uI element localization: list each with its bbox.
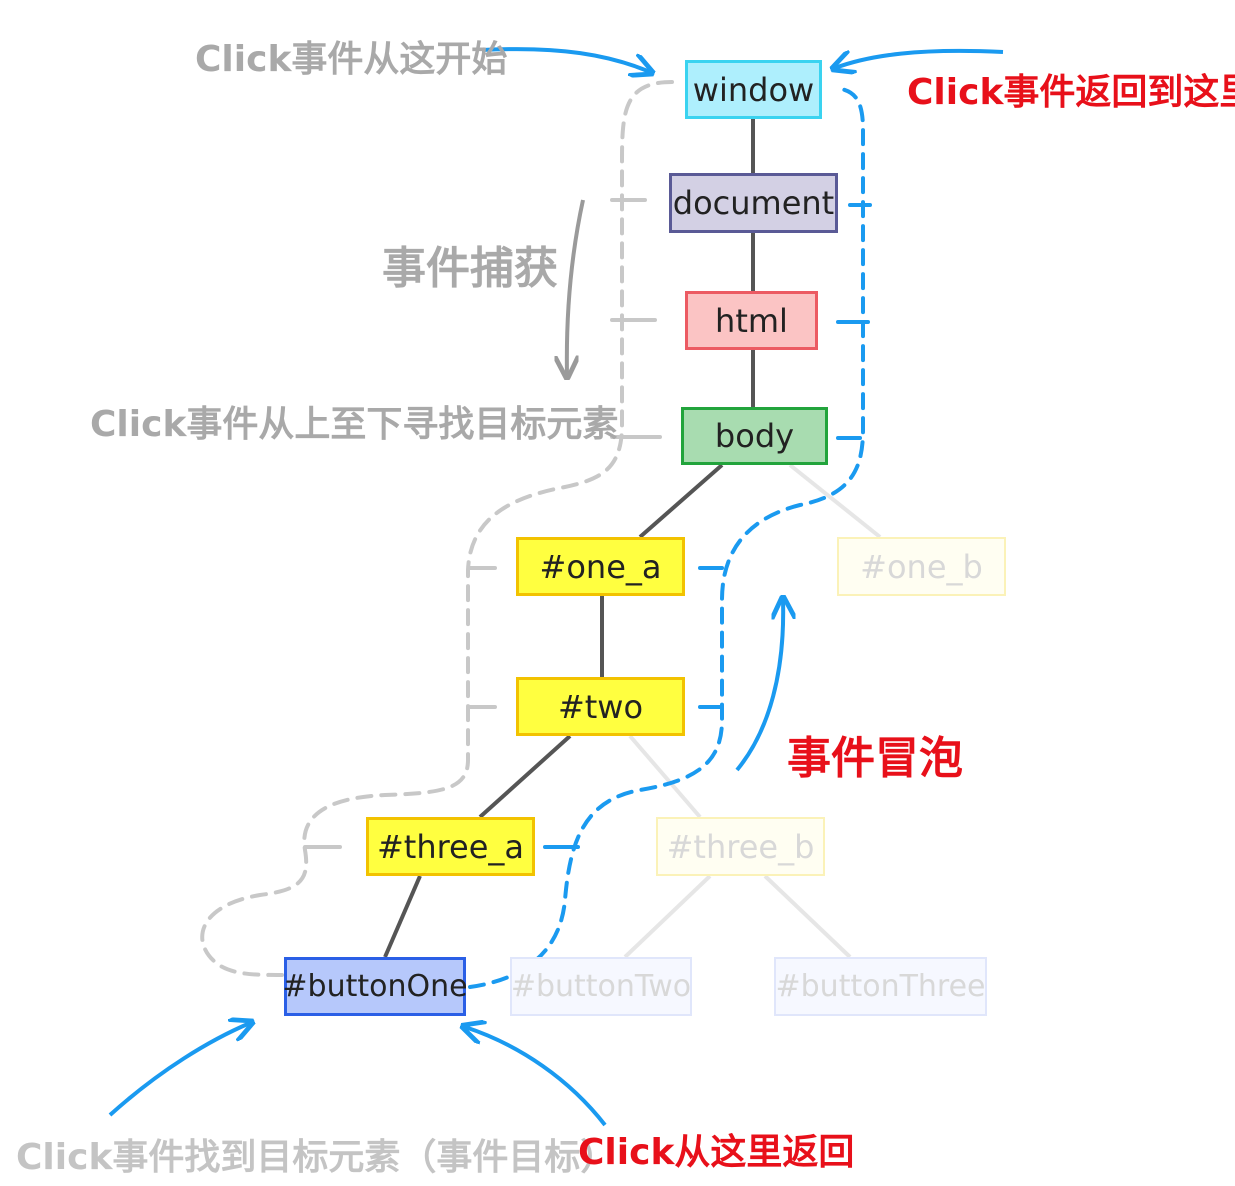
- edge-three-b-button-two: [623, 874, 712, 959]
- edge-three-b-button-three: [763, 874, 852, 959]
- capture-ticks: [303, 198, 662, 849]
- label-click-start: Click事件从这开始: [195, 39, 508, 80]
- label-top-down: Click事件从上至下寻找目标元素: [90, 404, 619, 445]
- bubble-ticks: [543, 203, 872, 849]
- node-button-two: #buttonTwo: [510, 957, 692, 1016]
- edge-two-three-a: [478, 734, 572, 819]
- node-button-one: #buttonOne: [282, 957, 468, 1016]
- arrow-return-window: [835, 48, 1004, 68]
- faded-tree-edges: [623, 463, 882, 959]
- node-button-three: #buttonThree: [774, 957, 987, 1016]
- tree-edges: [383, 119, 755, 958]
- label-click-return-here: Click事件返回到这里: [907, 72, 1235, 113]
- arrow-target-found: [108, 1023, 250, 1117]
- node-body: body: [681, 407, 828, 465]
- arrow-bubble-up: [735, 600, 783, 772]
- edge-body-one-b: [788, 463, 882, 539]
- edge-three-a-button-one: [383, 875, 422, 958]
- node-three-a: #three_a: [366, 817, 535, 876]
- label-capture: 事件捕获: [382, 243, 558, 294]
- node-window: window: [685, 60, 822, 119]
- bubble-path: [468, 86, 865, 989]
- arrow-click-start: [481, 47, 650, 72]
- node-two: #two: [516, 677, 685, 736]
- label-bubble: 事件冒泡: [787, 733, 963, 784]
- edge-two-three-b: [628, 734, 702, 819]
- node-document: document: [669, 173, 838, 233]
- node-one-a: #one_a: [516, 537, 685, 596]
- arrow-return-from-button: [465, 1027, 607, 1127]
- node-one-b: #one_b: [837, 537, 1006, 596]
- arrow-capture-down: [567, 199, 585, 375]
- node-three-b: #three_b: [656, 817, 825, 876]
- capture-path: [200, 80, 674, 977]
- edge-body-one-a: [638, 463, 724, 539]
- node-html: html: [685, 291, 818, 350]
- label-found-target: Click事件找到目标元素（事件目标）: [16, 1137, 617, 1178]
- label-return-from-here: Click从这里返回: [578, 1132, 855, 1173]
